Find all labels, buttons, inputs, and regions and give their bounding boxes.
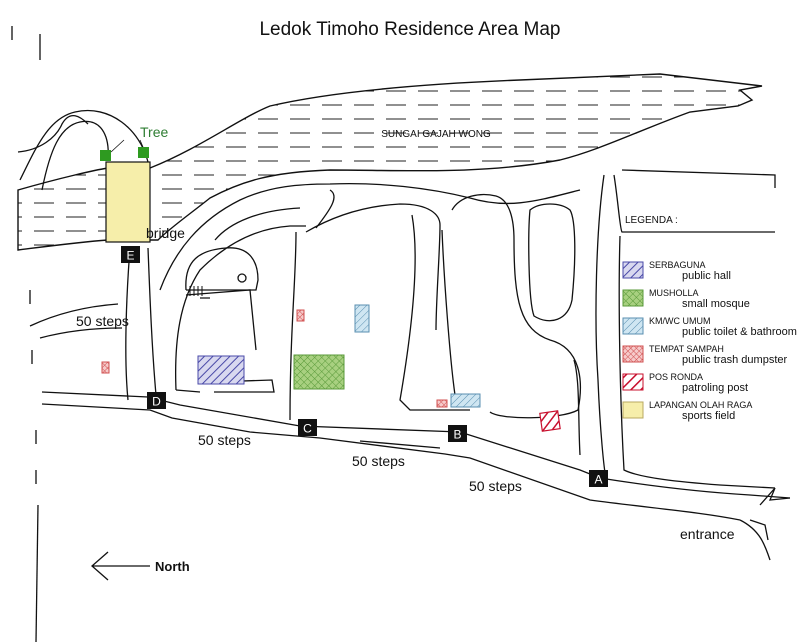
bridge-label: bridge [146,225,185,241]
steps-label: 50 steps [352,453,405,469]
steps-label: 50 steps [76,313,129,329]
trash-dumpster[interactable] [101,361,110,374]
marker-label: A [594,473,602,487]
upper-left-road [19,109,149,191]
roads [41,169,791,561]
legend-item-desc: public trash dumpster [682,354,787,366]
map-title: Ledok Timoho Residence Area Map [259,19,560,40]
legend-heading: LEGENDA : [625,215,678,226]
legend-swatch [622,317,644,335]
legend-item-code: SERBAGUNA [649,260,706,270]
tree-icon [138,147,149,158]
marker-D[interactable]: D [147,392,166,409]
legend-item-desc: public hall [682,270,731,282]
river: SUNGAI GAJAH WONG [17,73,763,251]
left-boundary-lines [11,26,123,642]
trash-dumpster[interactable] [436,399,448,408]
legend-item-code: POS RONDA [649,372,703,382]
marker-A[interactable]: A [589,470,608,487]
legend-swatch [622,289,644,307]
legend-item-code: MUSHOLLA [649,288,699,298]
stairs-marks [189,286,203,296]
marker-label: D [152,395,161,409]
marker-label: C [303,422,312,436]
marker-label: E [126,249,134,263]
small-mosque[interactable] [293,354,345,390]
marker-C[interactable]: C [298,419,317,436]
marker-E[interactable]: E [121,246,140,263]
legend-item-code: TEMPAT SAMPAH [649,344,724,354]
river-label: SUNGAI GAJAH WONG [381,129,491,140]
legend-swatch [622,373,644,391]
marker-label: B [453,428,461,442]
legend-item-code: LAPANGAN OLAH RAGA [649,400,752,410]
north-arrow: North [91,551,190,581]
legend-item-desc: small mosque [682,298,750,310]
trash-dumpster[interactable] [296,309,305,322]
legend-item-desc: patroling post [682,382,748,394]
public-toilet[interactable] [354,304,370,333]
tree-label: Tree [140,124,168,140]
tree-icon [100,150,111,161]
legend-item-desc: sports field [682,410,735,422]
legend-item-desc: public toilet & bathroom [682,326,797,338]
legend-item-code: KM/WC UMUM [649,316,711,326]
steps-label: 50 steps [469,478,522,494]
bridge-sports-field[interactable] [105,161,151,243]
public-toilet[interactable] [450,393,481,408]
steps-label: 50 steps [198,432,251,448]
entrance-label: entrance [680,526,735,542]
north-label: North [155,559,190,574]
legend-swatch [622,345,644,363]
legend-swatch [622,261,644,279]
patrol-post[interactable] [539,410,561,432]
marker-B[interactable]: B [448,425,467,442]
public-hall[interactable] [197,355,245,385]
legend-swatch [622,401,644,419]
